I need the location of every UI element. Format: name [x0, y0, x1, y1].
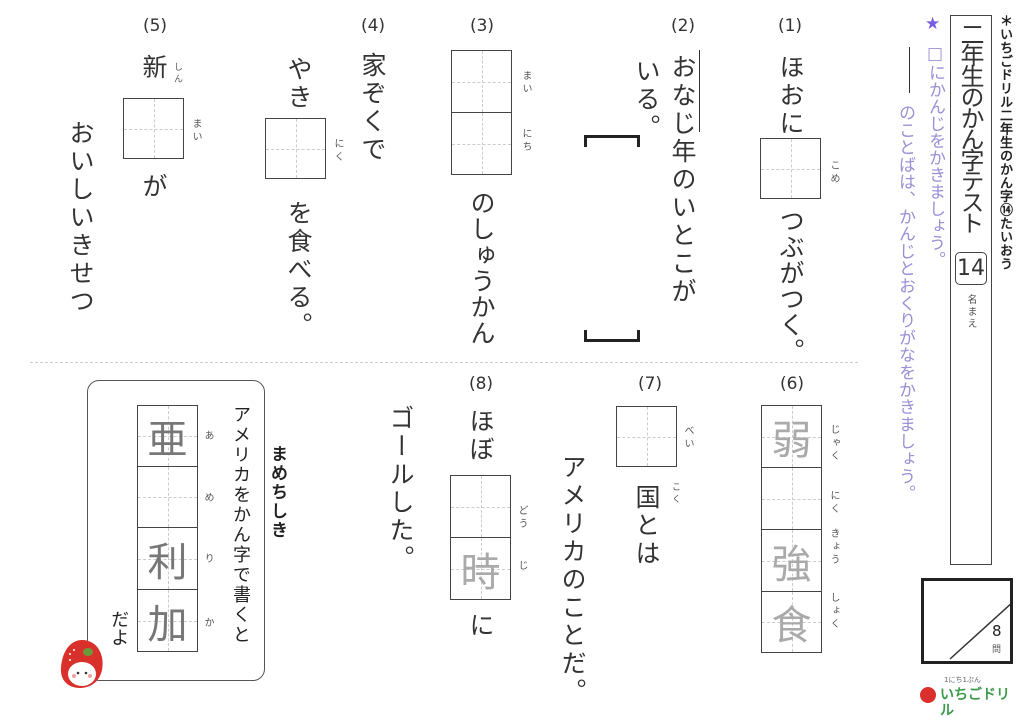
q4-text-before: やき — [284, 56, 313, 112]
q7-after-furigana: こく — [670, 482, 680, 506]
trivia-panel — [87, 380, 265, 681]
trivia-furigana-3: り — [202, 553, 213, 566]
q2-line-2: いる。 — [632, 58, 661, 142]
logo-tagline: 1にち1ぷん — [944, 676, 981, 684]
q6-box-4[interactable]: 食 — [761, 591, 822, 653]
trivia-box-1: 亜 — [137, 405, 198, 467]
score-diagonal — [949, 603, 1010, 660]
logo: 1にち1ぷん いちごドリル — [918, 676, 1013, 719]
q7-answer-box[interactable] — [616, 406, 677, 467]
section-divider — [30, 362, 858, 363]
q6-box-2[interactable] — [761, 467, 822, 530]
series-note: ＊いちごドリル二年生のかん字⑭たいおう — [997, 14, 1012, 271]
q4-furigana: にく — [332, 138, 343, 164]
q5-furigana: まい — [190, 118, 201, 144]
name-label: 名まえ — [965, 294, 976, 330]
strawberry-logo-icon — [920, 687, 936, 703]
trivia-box-2 — [137, 466, 198, 528]
logo-text: いちごドリル — [940, 687, 1010, 719]
q5-text-before: 新 — [139, 54, 168, 82]
q3-furigana-1: まい — [520, 70, 531, 96]
q6-hint-kanji-1: 弱 — [771, 417, 812, 464]
q6-box-1[interactable]: 弱 — [761, 405, 822, 468]
q8-answer-box-2[interactable]: 時 — [450, 537, 511, 600]
trivia-kanji-3: 利 — [147, 539, 188, 586]
q1-answer-box[interactable] — [760, 138, 821, 199]
score-total: 8 — [992, 622, 1002, 640]
underline-sample — [909, 47, 910, 93]
q5-text-after: が — [139, 173, 168, 201]
q2-answer-bracket-bottom[interactable] — [584, 330, 640, 342]
q2-sideline — [699, 50, 700, 132]
trivia-ending: だよ — [108, 610, 129, 646]
q8-hint-kanji-2: 時 — [460, 549, 501, 596]
q8-answer-box-1[interactable] — [450, 475, 511, 538]
q1-furigana: こめ — [828, 160, 839, 186]
q7-text-after: 国とは — [632, 484, 661, 568]
q8-text-after: に — [466, 612, 495, 640]
score-unit: 問 — [992, 645, 1002, 655]
q2-answer-bracket-top[interactable] — [584, 135, 640, 147]
question-7-number: (7) — [637, 374, 663, 394]
q3-furigana-2: にち — [520, 128, 531, 154]
q8-text-before: ほぼ — [466, 408, 495, 464]
q5-answer-box[interactable] — [123, 98, 184, 159]
q2-line-1: おなじ年のいとこが — [668, 54, 697, 306]
q5-line-2: おいしいきせつ — [66, 120, 95, 316]
trivia-furigana-1: あ — [202, 430, 213, 443]
q4-text-after: を食べる。 — [284, 200, 313, 340]
instruction-2: のことばは、かんじとおくりがなをかきましょう。 — [895, 104, 915, 502]
q4-answer-box[interactable] — [265, 118, 326, 179]
q6-hint-kanji-2 — [762, 468, 821, 529]
score-box: 8 問 — [921, 578, 1013, 664]
question-5-number: (5) — [142, 16, 168, 36]
instruction-1: □にかんじをかきましょう。 — [925, 44, 945, 268]
trivia-kanji-2 — [138, 467, 197, 527]
q6-furigana-3: きょう — [828, 528, 839, 567]
q8-hint-kanji-1 — [451, 476, 510, 537]
title-box — [950, 15, 992, 565]
question-6-number: (6) — [779, 374, 805, 394]
question-4-number: (4) — [360, 16, 386, 36]
question-3-number: (3) — [469, 16, 495, 36]
trivia-heading: まめちしき — [267, 445, 287, 540]
q3-text-after: のしゅうかん — [467, 190, 496, 346]
trivia-box-4: 加 — [137, 589, 198, 652]
q6-hint-kanji-3: 強 — [771, 541, 812, 588]
q6-furigana-4: しょく — [828, 592, 839, 631]
q8-furigana-1: どう — [516, 505, 527, 531]
question-1-number: (1) — [777, 16, 803, 36]
star-icon: ★ — [925, 14, 941, 34]
trivia-text: アメリカをかん字で書くと — [230, 405, 251, 645]
trivia-furigana-2: め — [202, 492, 213, 505]
question-8-number: (8) — [468, 374, 494, 394]
q6-furigana-2: にく — [828, 490, 839, 516]
q3-answer-box-1[interactable] — [451, 50, 512, 113]
trivia-furigana-4: か — [202, 617, 213, 630]
q1-text-before: ほおに — [776, 54, 805, 138]
q4-line-1: 家ぞくで — [358, 52, 387, 164]
q1-text-after: つぶがつく。 — [776, 208, 805, 364]
strawberry-mascot-icon — [58, 638, 106, 690]
q6-furigana-1: じゃく — [828, 424, 839, 463]
q6-box-3[interactable]: 強 — [761, 529, 822, 592]
q7-line-2: アメリカのことだ。 — [558, 454, 587, 706]
q8-line-2: ゴールした。 — [386, 405, 415, 573]
q3-answer-box-2[interactable] — [451, 112, 512, 175]
q6-hint-kanji-4: 食 — [771, 603, 812, 649]
q8-furigana-2: じ — [516, 560, 527, 573]
trivia-kanji-4: 加 — [147, 601, 188, 648]
q5-before-furigana: しん — [172, 62, 182, 86]
question-2-number: (2) — [670, 16, 696, 36]
trivia-kanji-1: 亜 — [147, 417, 188, 463]
q7-furigana: べい — [682, 425, 693, 451]
trivia-box-3: 利 — [137, 527, 198, 590]
page-title: 二年生のかん字テスト — [956, 22, 984, 232]
test-number: 14 — [955, 252, 987, 285]
